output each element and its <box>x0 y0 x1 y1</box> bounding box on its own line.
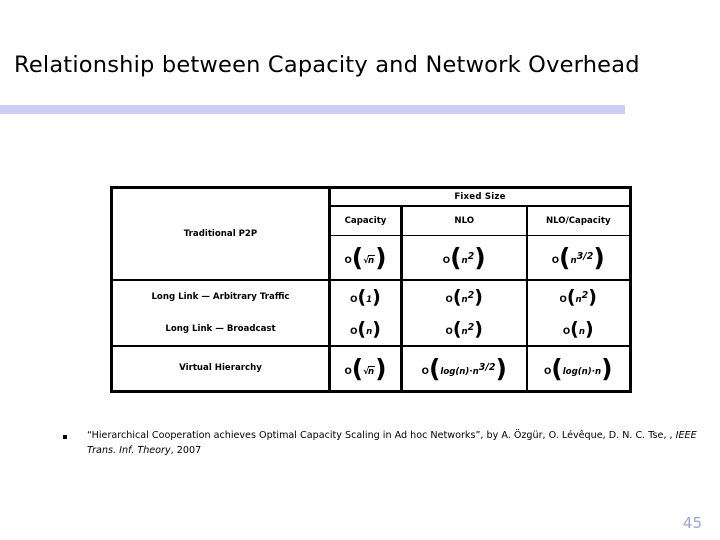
table-header-columns-row: Capacity NLO NLO/Capacity <box>112 205 631 237</box>
citation-journal: IEEE Trans. Inf. Theory <box>87 430 697 456</box>
citation-part-one: “Hierarchical Cooperation achieves Optim… <box>87 430 676 441</box>
citation-part-two: , 2007 <box>170 445 202 456</box>
citation-block: “Hierarchical Cooperation achieves Optim… <box>57 428 697 458</box>
table-header-group-row: Traditional P2P Fixed Size <box>111 186 631 281</box>
table-cell-row-label-0: Traditional P2P <box>111 187 331 281</box>
citation-text: “Hierarchical Cooperation achieves Optim… <box>87 428 697 458</box>
table-header-fixed-size: Fixed Size <box>329 186 631 207</box>
table-cell-ratio-0: O(n3/2) <box>526 235 631 281</box>
table-header-nlo: NLO <box>401 205 528 237</box>
page-title: Relationship between Capacity and Networ… <box>14 52 640 78</box>
table-cell-row-label-2: Long Link — Broadcast <box>111 312 331 347</box>
capacity-overhead-table-container: Traditional P2P Fixed Size Capacity NLO … <box>110 186 632 393</box>
table-row: Virtual Hierarchy O(√n) O(log(n)·n3/2) O… <box>111 344 631 392</box>
table-cell-row-label-3: Virtual Hierarchy <box>111 344 331 392</box>
table-row: Long Link — Broadcast O(n) O(n2) O(n) <box>111 312 631 347</box>
table-header-capacity: Capacity <box>329 205 403 237</box>
table-cell-nlo-3: O(log(n)·n3/2) <box>401 344 528 392</box>
table-cell-capacity-0: O(√n) <box>329 235 403 281</box>
table-row: Long Link — Arbitrary Traffic O(1) O(n2)… <box>111 278 631 313</box>
square-bullet-icon <box>63 435 67 439</box>
table-cell-nlo-0: O(n2) <box>401 235 528 281</box>
title-underline-rule <box>0 105 625 114</box>
table-cell-capacity-2: O(n) <box>329 312 403 347</box>
table-cell-row-label-1: Long Link — Arbitrary Traffic <box>111 278 331 313</box>
table-cell-ratio-2: O(n) <box>526 312 631 347</box>
table-cell-capacity-3: O(√n) <box>329 344 403 392</box>
table-cell-ratio-3: O(log(n)·n) <box>526 344 631 392</box>
capacity-overhead-table: Traditional P2P Fixed Size Capacity NLO … <box>110 186 632 393</box>
page-number: 45 <box>682 514 702 532</box>
table-row: O(√n) O(n2) O(n3/2) <box>112 235 631 281</box>
table-cell-capacity-1: O(1) <box>329 278 403 313</box>
table-header-nlo-capacity: NLO/Capacity <box>526 205 631 237</box>
table-cell-ratio-1: O(n2) <box>526 278 631 313</box>
table-cell-nlo-2: O(n2) <box>401 312 528 347</box>
table-cell-nlo-1: O(n2) <box>401 278 528 313</box>
